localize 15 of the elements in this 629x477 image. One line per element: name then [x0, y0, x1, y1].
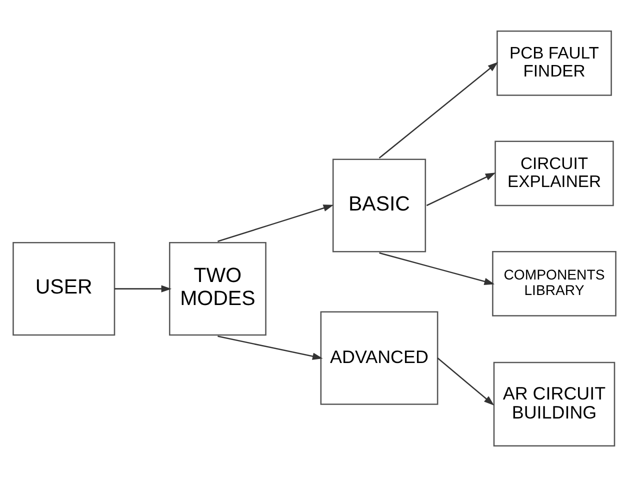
node-box: TWO MODES — [169, 242, 266, 336]
node-box: PCB FAULT FINDER — [496, 30, 612, 96]
arrow — [114, 285, 172, 292]
node-box: COMPONENTS LIBRARY — [492, 251, 616, 316]
node-box: ADVANCED — [320, 311, 438, 405]
node-box: AR CIRCUIT BUILDING — [493, 362, 616, 446]
arrow — [379, 252, 495, 285]
arrow — [218, 336, 323, 360]
arrow — [437, 358, 494, 406]
node-box: BASIC — [332, 158, 426, 252]
arrow — [378, 62, 498, 159]
node-box: CIRCUIT EXPLAINER — [494, 140, 614, 206]
arrow — [426, 172, 496, 206]
node-box: USER — [12, 242, 116, 336]
arrow — [218, 204, 334, 242]
